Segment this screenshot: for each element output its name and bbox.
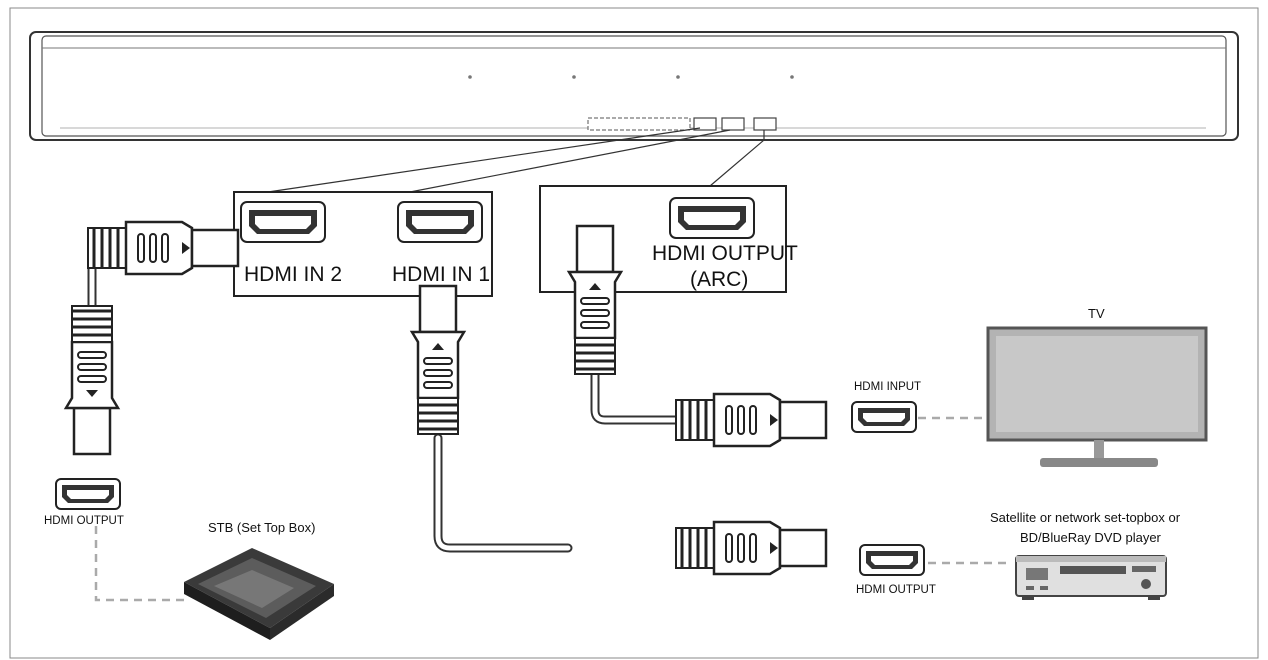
hdmi-in-1-label: HDMI IN 1 <box>392 263 490 286</box>
stb-hdmi-output-label: HDMI OUTPUT <box>44 515 124 527</box>
soundbar <box>29 31 1239 141</box>
soundbar-rear-port-panel <box>587 117 777 131</box>
hdmi-in-1-port <box>397 201 483 243</box>
player-label-line2: BD/BlueRay DVD player <box>1020 530 1162 545</box>
hdmi-plug-player-end <box>674 520 828 576</box>
stb-hdmi-output-port <box>55 478 121 510</box>
hdmi-plug-stb-end <box>64 304 120 456</box>
player-label-line1: Satellite or network set-topbox or <box>990 510 1181 525</box>
hdmi-input-panel: HDMI IN 2 HDMI IN 1 <box>233 191 493 297</box>
hdmi-plug-in2-end <box>86 220 240 276</box>
arc-label: (ARC) <box>690 268 748 291</box>
leader-lines <box>267 127 765 193</box>
stb-label: STB (Set Top Box) <box>208 520 315 535</box>
set-top-box <box>184 548 334 640</box>
hdmi-plug-tv-end <box>674 392 828 448</box>
hdmi-output-arc-label: HDMI OUTPUT <box>652 242 798 265</box>
tv: TV <box>986 306 1208 467</box>
outer-frame <box>9 7 1259 659</box>
tv-hdmi-input-label: HDMI INPUT <box>854 381 921 393</box>
dvd-player <box>1015 555 1167 600</box>
tv-label: TV <box>1088 306 1105 321</box>
stb-dashed-link <box>94 526 188 602</box>
hdmi-plug-in1-end <box>410 284 466 436</box>
hdmi-in-2-label: HDMI IN 2 <box>244 263 342 286</box>
hdmi-output-arc-port <box>669 197 755 239</box>
hdmi-in-2-port <box>240 201 326 243</box>
player-hdmi-output-label: HDMI OUTPUT <box>856 584 936 596</box>
tv-hdmi-input-port <box>851 401 917 433</box>
hdmi-plug-arc-end <box>567 224 623 376</box>
player-hdmi-output-port <box>859 544 925 576</box>
